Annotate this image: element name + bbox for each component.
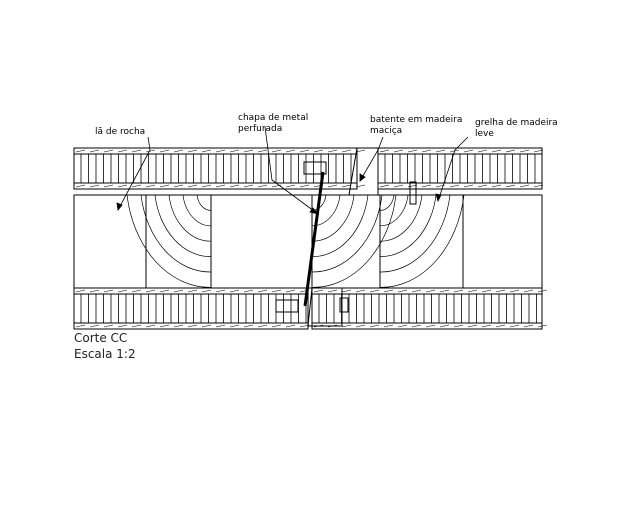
caption-title: Corte CC (74, 331, 127, 345)
wood-grain (379, 194, 451, 273)
wood-frame-block (311, 194, 381, 289)
wood-grain (126, 194, 212, 288)
tongue-top (303, 161, 327, 175)
metal-sheet (303, 171, 325, 307)
leader-lines (116, 126, 469, 215)
label-frame-2: maciça (370, 126, 402, 136)
label-rock-wool: lã de rocha (95, 127, 145, 137)
label-grid: grelha de madeira (475, 118, 558, 128)
frame-top (348, 147, 379, 196)
tongue-bottom (275, 299, 299, 313)
core (73, 194, 543, 289)
label-metal-sheet-2: perfurada (238, 124, 282, 134)
label-frame: batente em madeira (370, 115, 462, 125)
grid-pin (409, 181, 417, 205)
wood-grain (154, 194, 212, 257)
wood-grain (379, 194, 409, 227)
label-metal-sheet: chapa de metal (238, 113, 308, 123)
caption-scale: Escala 1:2 (74, 347, 136, 361)
wood-grain (140, 194, 212, 273)
rock-wool-block (462, 194, 543, 289)
wood-grain (311, 194, 355, 242)
bottom-skin-layer (73, 287, 310, 330)
wood-grain (379, 194, 437, 257)
top-skin-layer (377, 147, 544, 190)
rock-wool-block (210, 194, 313, 289)
wood-grain (379, 194, 465, 288)
wood-grain (311, 194, 369, 257)
wood-grain (196, 194, 212, 211)
top-skin-layer (73, 147, 366, 190)
wood-grain (311, 194, 383, 273)
wood-grain (311, 194, 397, 288)
wood-grain (168, 194, 212, 242)
bottom-skin-layer (311, 287, 548, 330)
panel-layers (73, 147, 548, 330)
frame-bottom (307, 287, 343, 327)
wood-grain (379, 194, 395, 211)
rock-wool-block (73, 194, 147, 289)
wood-grain (379, 194, 423, 242)
tongue-bottom-right (339, 297, 349, 313)
label-grid-2: leve (475, 129, 494, 139)
wood-grain (182, 194, 212, 227)
wood-block (145, 194, 212, 289)
